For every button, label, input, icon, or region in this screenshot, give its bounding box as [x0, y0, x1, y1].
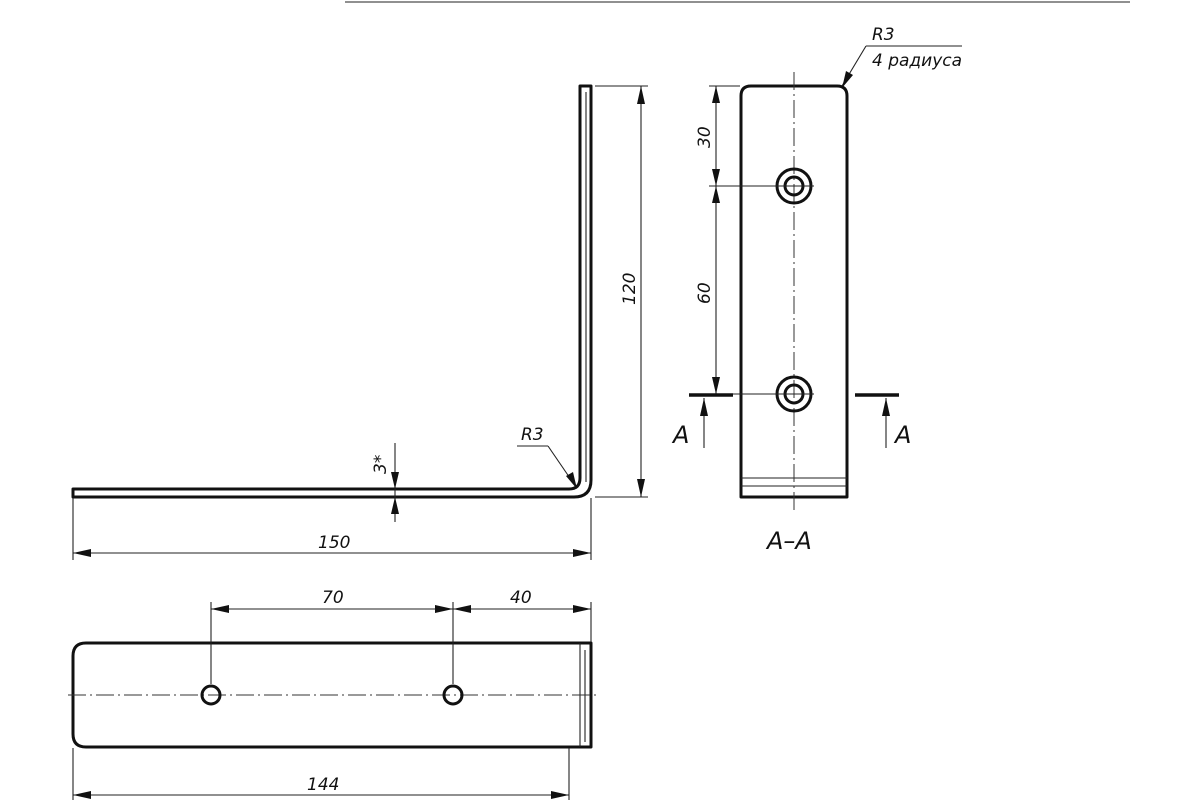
section-view: 30 60 R3 4 радиуса A A A–A	[671, 25, 962, 555]
angle-profile-outline	[71, 84, 593, 499]
dim-text-70: 70	[322, 588, 344, 608]
plan-hole-left	[200, 684, 222, 706]
section-marker-right: A	[893, 421, 911, 449]
section-title: A–A	[765, 527, 812, 555]
bend-radius-label: R3	[521, 425, 544, 445]
corner-radius-label: R3	[872, 25, 895, 45]
dim-text-30: 30	[695, 126, 715, 148]
corner-radius-count: 4 радиуса	[872, 51, 962, 71]
dim-text-40: 40	[510, 588, 532, 608]
dim-text-thickness: 3*	[371, 455, 391, 474]
side-view: 150 120 3* R3	[71, 84, 648, 560]
section-marker-left: A	[671, 421, 689, 449]
plan-plate-outline	[71, 641, 593, 749]
dim-text-144: 144	[307, 775, 339, 795]
dim-text-60: 60	[695, 282, 715, 304]
dim-text-120: 120	[620, 273, 640, 305]
plan-hole-right	[442, 684, 464, 706]
section-plate-outline	[739, 84, 849, 499]
plan-view: 70 40 144	[68, 588, 598, 800]
dim-text-150: 150	[318, 533, 350, 553]
